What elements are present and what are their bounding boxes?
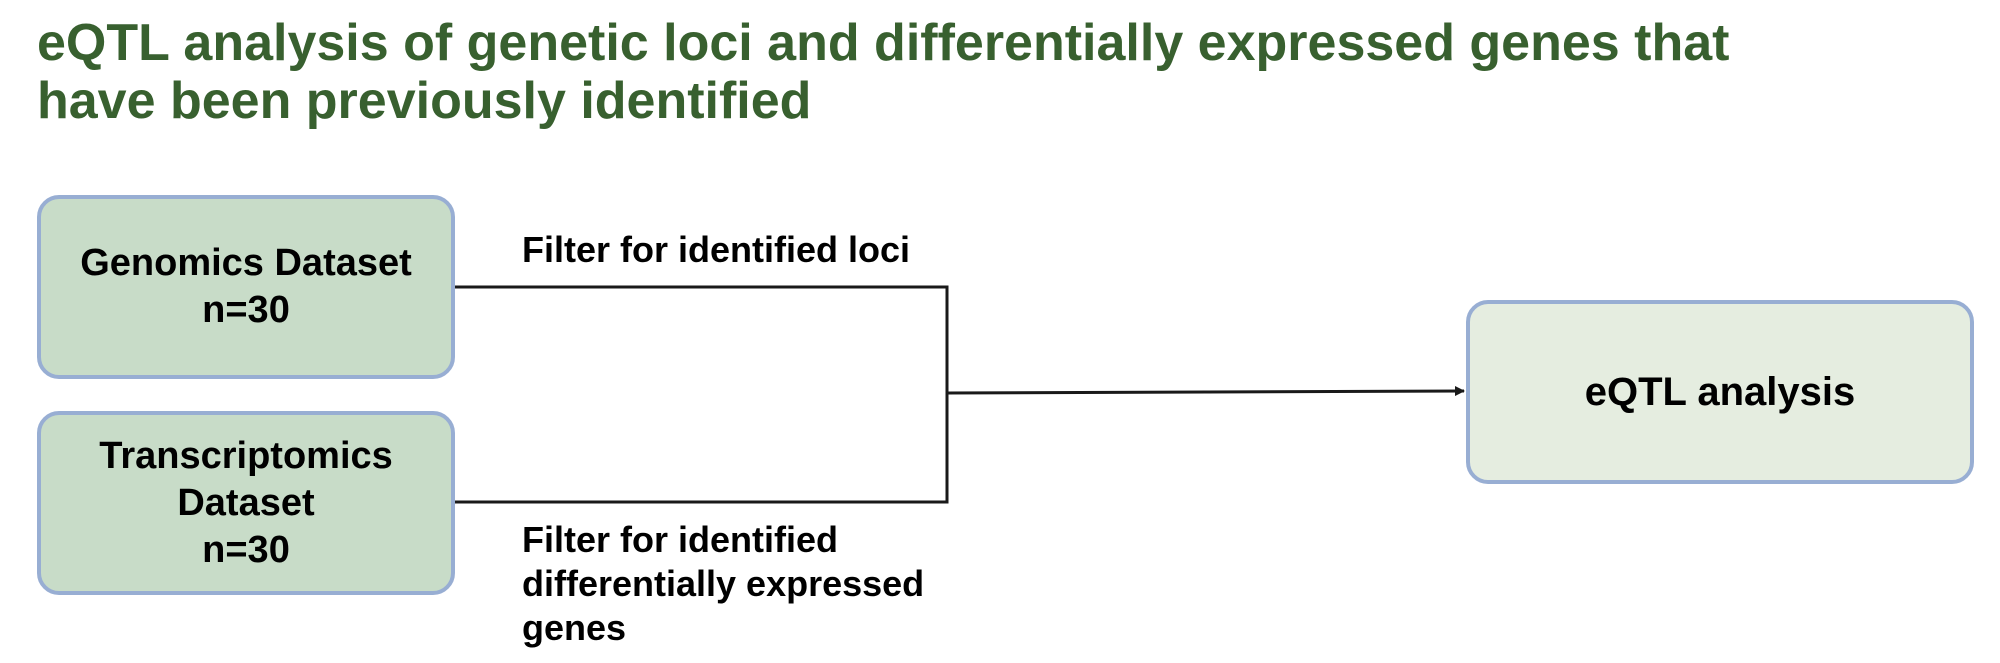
transcriptomics-dataset-node: Transcriptomics Dataset n=30: [37, 411, 455, 595]
eqtl-analysis-label: eQTL analysis: [1584, 369, 1856, 414]
eqtl-analysis-node: eQTL analysis: [1466, 300, 1974, 484]
genomics-dataset-node: Genomics Dataset n=30: [37, 195, 455, 379]
genomics-connector: [455, 285, 949, 393]
filter-loci-label: Filter for identified loci: [522, 229, 911, 270]
transcriptomics-dataset-label: Transcriptomics Dataset n=30: [99, 434, 393, 571]
genomics-dataset-label: Genomics Dataset n=30: [80, 242, 412, 331]
filter-degs-label: Filter for identified differentially exp…: [522, 519, 925, 648]
merge-arrow: [946, 386, 1465, 397]
diagram-title: eQTL analysis of genetic loci and differ…: [37, 14, 1730, 130]
transcriptomics-connector: [455, 393, 949, 504]
